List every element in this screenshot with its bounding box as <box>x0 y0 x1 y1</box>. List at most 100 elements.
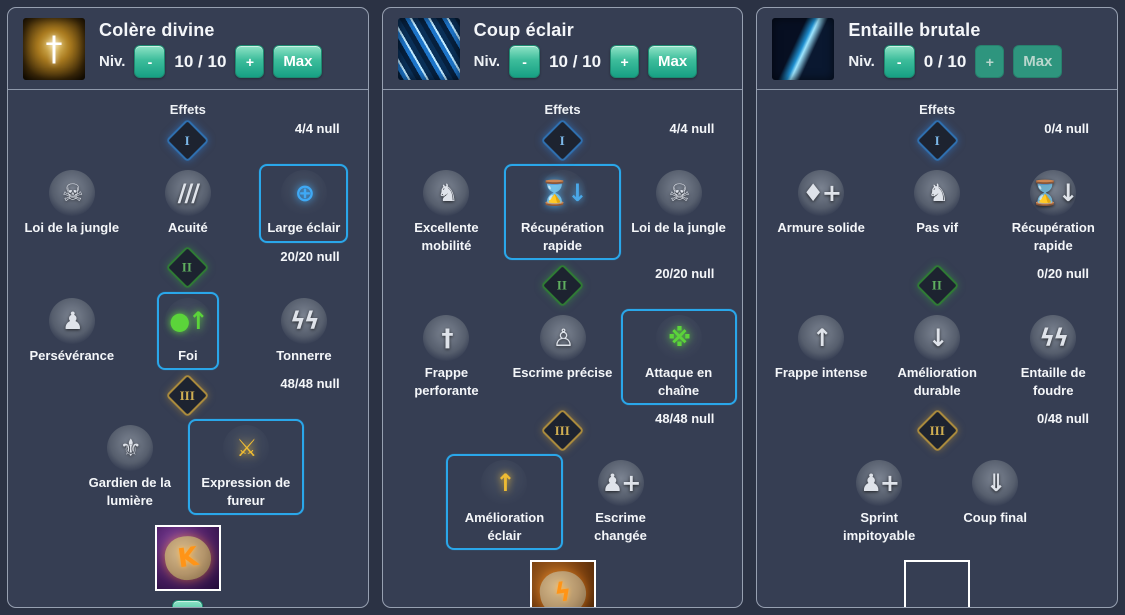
tier-II-diamond-icon: II <box>540 263 585 308</box>
level-decrease-button[interactable]: - <box>883 45 915 78</box>
tier-III-diamond-icon: III <box>540 408 585 453</box>
tier-numeral: II <box>932 277 943 293</box>
tier-I-diamond-icon: I <box>915 118 960 162</box>
level-max-button[interactable]: Max <box>1013 45 1063 78</box>
skill-icon-glyph: † <box>45 29 63 69</box>
tripod-label: Escrime changée <box>594 510 647 543</box>
skill-title: Coup éclair <box>473 20 574 40</box>
tripod-option[interactable]: ♦+Armure solide <box>769 164 872 243</box>
runner-icon: ♞ <box>423 170 470 216</box>
tripod-icon-glyph: ⚜ <box>120 434 141 463</box>
level-label: Niv. <box>99 53 126 70</box>
tripod-option[interactable]: ♟Persévérance <box>22 292 123 371</box>
tripod-option[interactable]: ↑ Amélioration éclair <box>446 454 563 551</box>
tier-counter: 4/4 null <box>669 121 715 136</box>
level-decrease-button[interactable]: - <box>134 45 166 78</box>
tripod-option[interactable]: †Frappe perforante <box>388 309 504 405</box>
tripod-label: Foi <box>178 347 198 363</box>
tripod-icon-glyph: ♞ <box>927 179 948 207</box>
tripod-option[interactable]: ♟+Escrime changée <box>563 454 679 550</box>
burst-arrow-up-icon: ↑ <box>798 315 845 362</box>
tripod-row: ⚜Gardien de la lumière⚔Expression de fur… <box>8 417 368 517</box>
tripod-option[interactable]: ※Attaque en chaîne <box>620 309 737 406</box>
level-increase-button[interactable]: + <box>975 45 1005 78</box>
tripod-icon-glyph: ⌛↓ <box>1030 179 1078 207</box>
tier-I-header: I 0/4 null <box>757 118 1117 162</box>
tier-III-diamond-icon: III <box>165 373 210 418</box>
level-max-button[interactable]: Max <box>648 45 698 78</box>
tier-counter: 0/4 null <box>1044 121 1090 136</box>
tier-numeral: III <box>554 422 571 438</box>
tripod-icon-glyph: /// <box>177 179 200 207</box>
tripod-row: ↑ Amélioration éclair ♟+Escrime changée <box>383 452 743 552</box>
tripod-option[interactable]: ⌛↓Récupération rapide <box>504 164 621 261</box>
piercing-sword-icon: † <box>423 315 470 362</box>
tripod-option[interactable]: ⊕Large éclair <box>259 164 349 243</box>
empty-rune-slot[interactable] <box>904 560 971 607</box>
tripod-cell: ⌛↓Récupération rapide <box>504 164 621 261</box>
tripod-option[interactable]: ⚜Gardien de la lumière <box>72 419 188 515</box>
tripod-option[interactable]: ///Acuité <box>157 164 219 243</box>
tier-II-diamond-icon: II <box>915 263 960 308</box>
level-max-button[interactable]: Max <box>273 45 323 78</box>
tripod-icon-glyph: ●↑ <box>169 306 208 335</box>
tier-numeral: III <box>180 387 196 403</box>
tier-I-header: I 4/4 null <box>383 118 743 162</box>
tripod-option[interactable]: ⌛↓Récupération rapide <box>995 164 1111 260</box>
effects-label: Effets <box>919 102 956 117</box>
figure-plus-icon: ♟+ <box>856 460 903 507</box>
rune-purple-icon[interactable]: K <box>154 525 221 592</box>
tripod-option[interactable]: ↓Amélioration durable <box>879 309 995 405</box>
level-decrease-button[interactable]: - <box>509 45 541 78</box>
tripod-option[interactable]: ♞Pas vif <box>906 164 968 243</box>
tripod-option[interactable]: ♞ Excellente mobilité <box>388 164 504 260</box>
tripod-option[interactable]: ⇓ Coup final <box>955 454 1035 533</box>
tripod-label: Coup final <box>963 510 1027 526</box>
tripod-icon-glyph: ϟϟ <box>290 306 320 335</box>
level-value: 10 / 10 <box>174 51 227 71</box>
tripod-option[interactable]: ☠Loi de la jungle <box>16 164 127 243</box>
wide-blast-icon: ⊕ <box>280 170 327 216</box>
rune-orange-icon[interactable]: ϟ <box>529 560 596 607</box>
tripod-option[interactable]: ↑Frappe intense <box>767 309 875 388</box>
tripod-label: Sprint impitoyable <box>843 510 916 543</box>
tripod-icon-glyph: ↑ <box>495 469 515 498</box>
rune-stone-icon: ϟ <box>536 568 589 607</box>
tripod-label: Excellente mobilité <box>414 220 479 253</box>
winged-helm-icon: ⚜ <box>106 425 153 472</box>
tripod-icon-glyph: ☠ <box>62 179 83 207</box>
tripod-option[interactable]: ●↑ Foi <box>156 291 219 371</box>
tripod-option[interactable]: ⚔Expression de fureur <box>187 419 304 516</box>
level-increase-button[interactable]: + <box>610 45 640 78</box>
falling-strike-icon: ⇓ <box>972 460 1019 507</box>
level-label: Niv. <box>848 53 875 70</box>
tripod-icon-glyph: ⊕ <box>294 179 315 207</box>
tier-I-diamond-icon: I <box>540 118 585 162</box>
tripod-label: Amélioration éclair <box>464 510 545 543</box>
tripod-label: Attaque en chaîne <box>644 365 713 398</box>
tripod-option[interactable]: ♟+Sprint impitoyable <box>821 454 937 550</box>
green-orbs-up-icon: ●↑ <box>164 297 211 344</box>
tripod-label: Loi de la jungle <box>631 220 726 235</box>
tripod-icon-glyph: ⇓ <box>986 469 1006 498</box>
tripod-cell: ///Acuité <box>130 164 246 243</box>
tripod-row: ☠Loi de la jungle ///Acuité ⊕Large éclair <box>8 162 368 245</box>
tripod-option[interactable]: ♙Escrime précise <box>505 309 621 388</box>
level-increase-button[interactable]: + <box>235 45 265 78</box>
tripod-cell: ☠Loi de la jungle <box>621 164 737 260</box>
divine-sword-icon: † <box>23 18 85 80</box>
tier-II-diamond-icon: II <box>165 245 210 290</box>
tripod-icon-glyph: ♞ <box>436 179 458 207</box>
tier-counter: 4/4 null <box>294 121 340 136</box>
tripod-option[interactable]: ☠Loi de la jungle <box>623 164 734 243</box>
close-button[interactable]: x <box>172 600 204 607</box>
